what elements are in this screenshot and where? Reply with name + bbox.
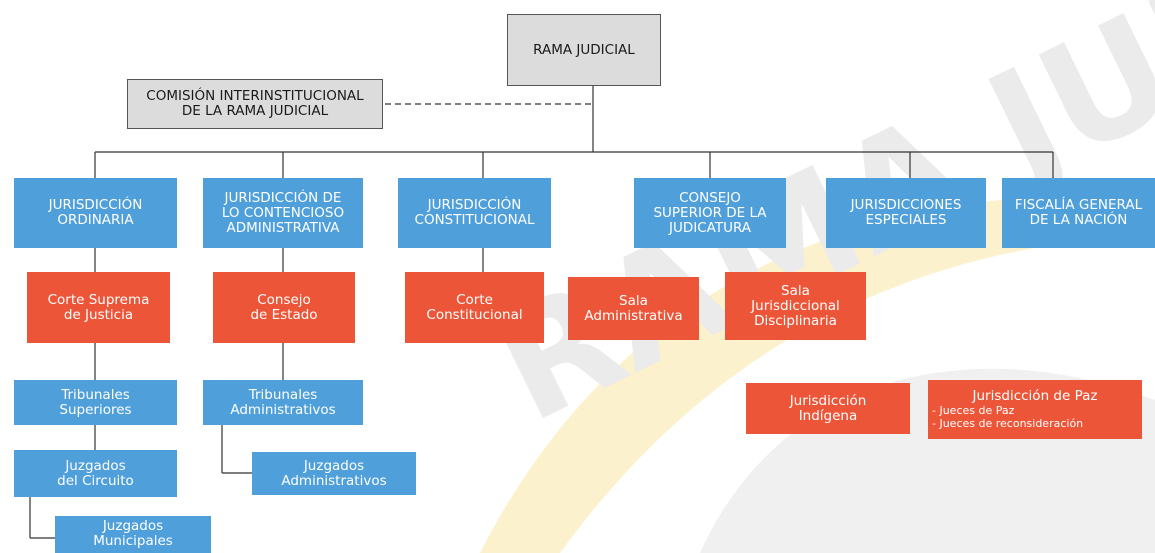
node-sala-disciplinaria: Sala Jurisdiccional Disciplinaria — [725, 272, 866, 340]
node-consejo-superior: CONSEJO SUPERIOR DE LA JUDICATURA — [634, 178, 786, 248]
node-juzgados-circuito: Juzgados del Circuito — [14, 450, 177, 497]
node-rama-judicial: RAMA JUDICIAL — [507, 14, 661, 86]
node-jurisdiccion-constitucional: JURISDICCIÓN CONSTITUCIONAL — [398, 178, 551, 248]
node-juzgados-administrativos: Juzgados Administrativos — [252, 452, 416, 495]
node-jurisdiccion-ordinaria: JURISDICCIÓN ORDINARIA — [14, 178, 177, 248]
node-corte-suprema: Corte Suprema de Justicia — [27, 272, 170, 343]
node-jurisdicciones-especiales: JURISDICCIONES ESPECIALES — [826, 178, 986, 248]
node-sala-administrativa: Sala Administrativa — [568, 277, 699, 340]
node-jurisdiccion-contencioso: JURISDICCIÓN DE LO CONTENCIOSO ADMINISTR… — [203, 178, 363, 248]
node-consejo-estado: Consejo de Estado — [213, 272, 355, 343]
node-jurisdiccion-indigena: Jurisdicción Indígena — [746, 383, 910, 434]
node-fiscalia-general: FISCALÍA GENERAL DE LA NACIÓN — [1002, 178, 1155, 248]
node-corte-constitucional: Corte Constitucional — [405, 272, 544, 343]
node-jurisdiccion-paz: Jurisdicción de Paz - Jueces de Paz - Ju… — [928, 380, 1142, 439]
node-tribunales-administrativos: Tribunales Administrativos — [203, 380, 363, 425]
jurisdiccion-paz-title: Jurisdicción de Paz — [972, 388, 1098, 404]
node-tribunales-superiores: Tribunales Superiores — [14, 380, 177, 425]
node-juzgados-municipales: Juzgados Municipales — [55, 516, 211, 553]
node-comision-interinstitucional: COMISIÓN INTERINSTITUCIONAL DE LA RAMA J… — [127, 79, 383, 129]
jurisdiccion-paz-items: - Jueces de Paz - Jueces de reconsiderac… — [932, 404, 1084, 430]
